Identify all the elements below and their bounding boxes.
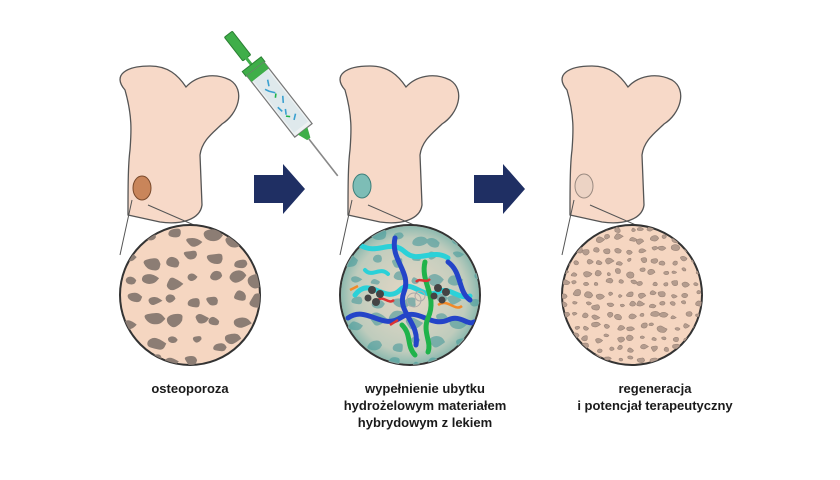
caption-line: hydrożelowym materiałem — [343, 398, 507, 413]
arrow-right-icon — [254, 164, 305, 214]
drug-molecule — [364, 284, 450, 306]
bone-defect — [132, 175, 152, 201]
connector-line — [339, 199, 353, 256]
caption-filling: wypełnienie ubytku hydrożelowym materiałe… — [325, 380, 525, 431]
caption-osteoporosis: osteoporoza — [110, 380, 270, 397]
caption-line: osteoporoza — [151, 381, 229, 396]
syringe-icon — [224, 31, 339, 177]
bone-icon — [561, 65, 682, 224]
arrow-right-icon — [474, 164, 525, 214]
bone-defect-filled — [352, 173, 372, 199]
caption-regeneration: regeneracja i potencjał terapeutyczny — [545, 380, 765, 414]
caption-line: i potencjał terapeutyczny — [577, 398, 733, 413]
hydrogel-polymer-network — [345, 235, 477, 358]
connector-line — [561, 199, 575, 256]
connector-line — [119, 199, 133, 256]
drug-molecule — [406, 290, 426, 308]
stage-osteoporosis — [119, 65, 261, 366]
bone-defect-healed — [574, 173, 594, 199]
bone-icon — [119, 65, 240, 224]
hydrogel-overlay — [341, 226, 479, 364]
caption-line: regeneracja — [618, 381, 692, 396]
bone-icon — [339, 65, 460, 224]
stage-filling — [224, 31, 481, 366]
stage-regeneration — [561, 65, 703, 366]
caption-line: wypełnienie ubytku — [365, 381, 485, 396]
caption-line: hybrydowym z lekiem — [357, 415, 493, 430]
